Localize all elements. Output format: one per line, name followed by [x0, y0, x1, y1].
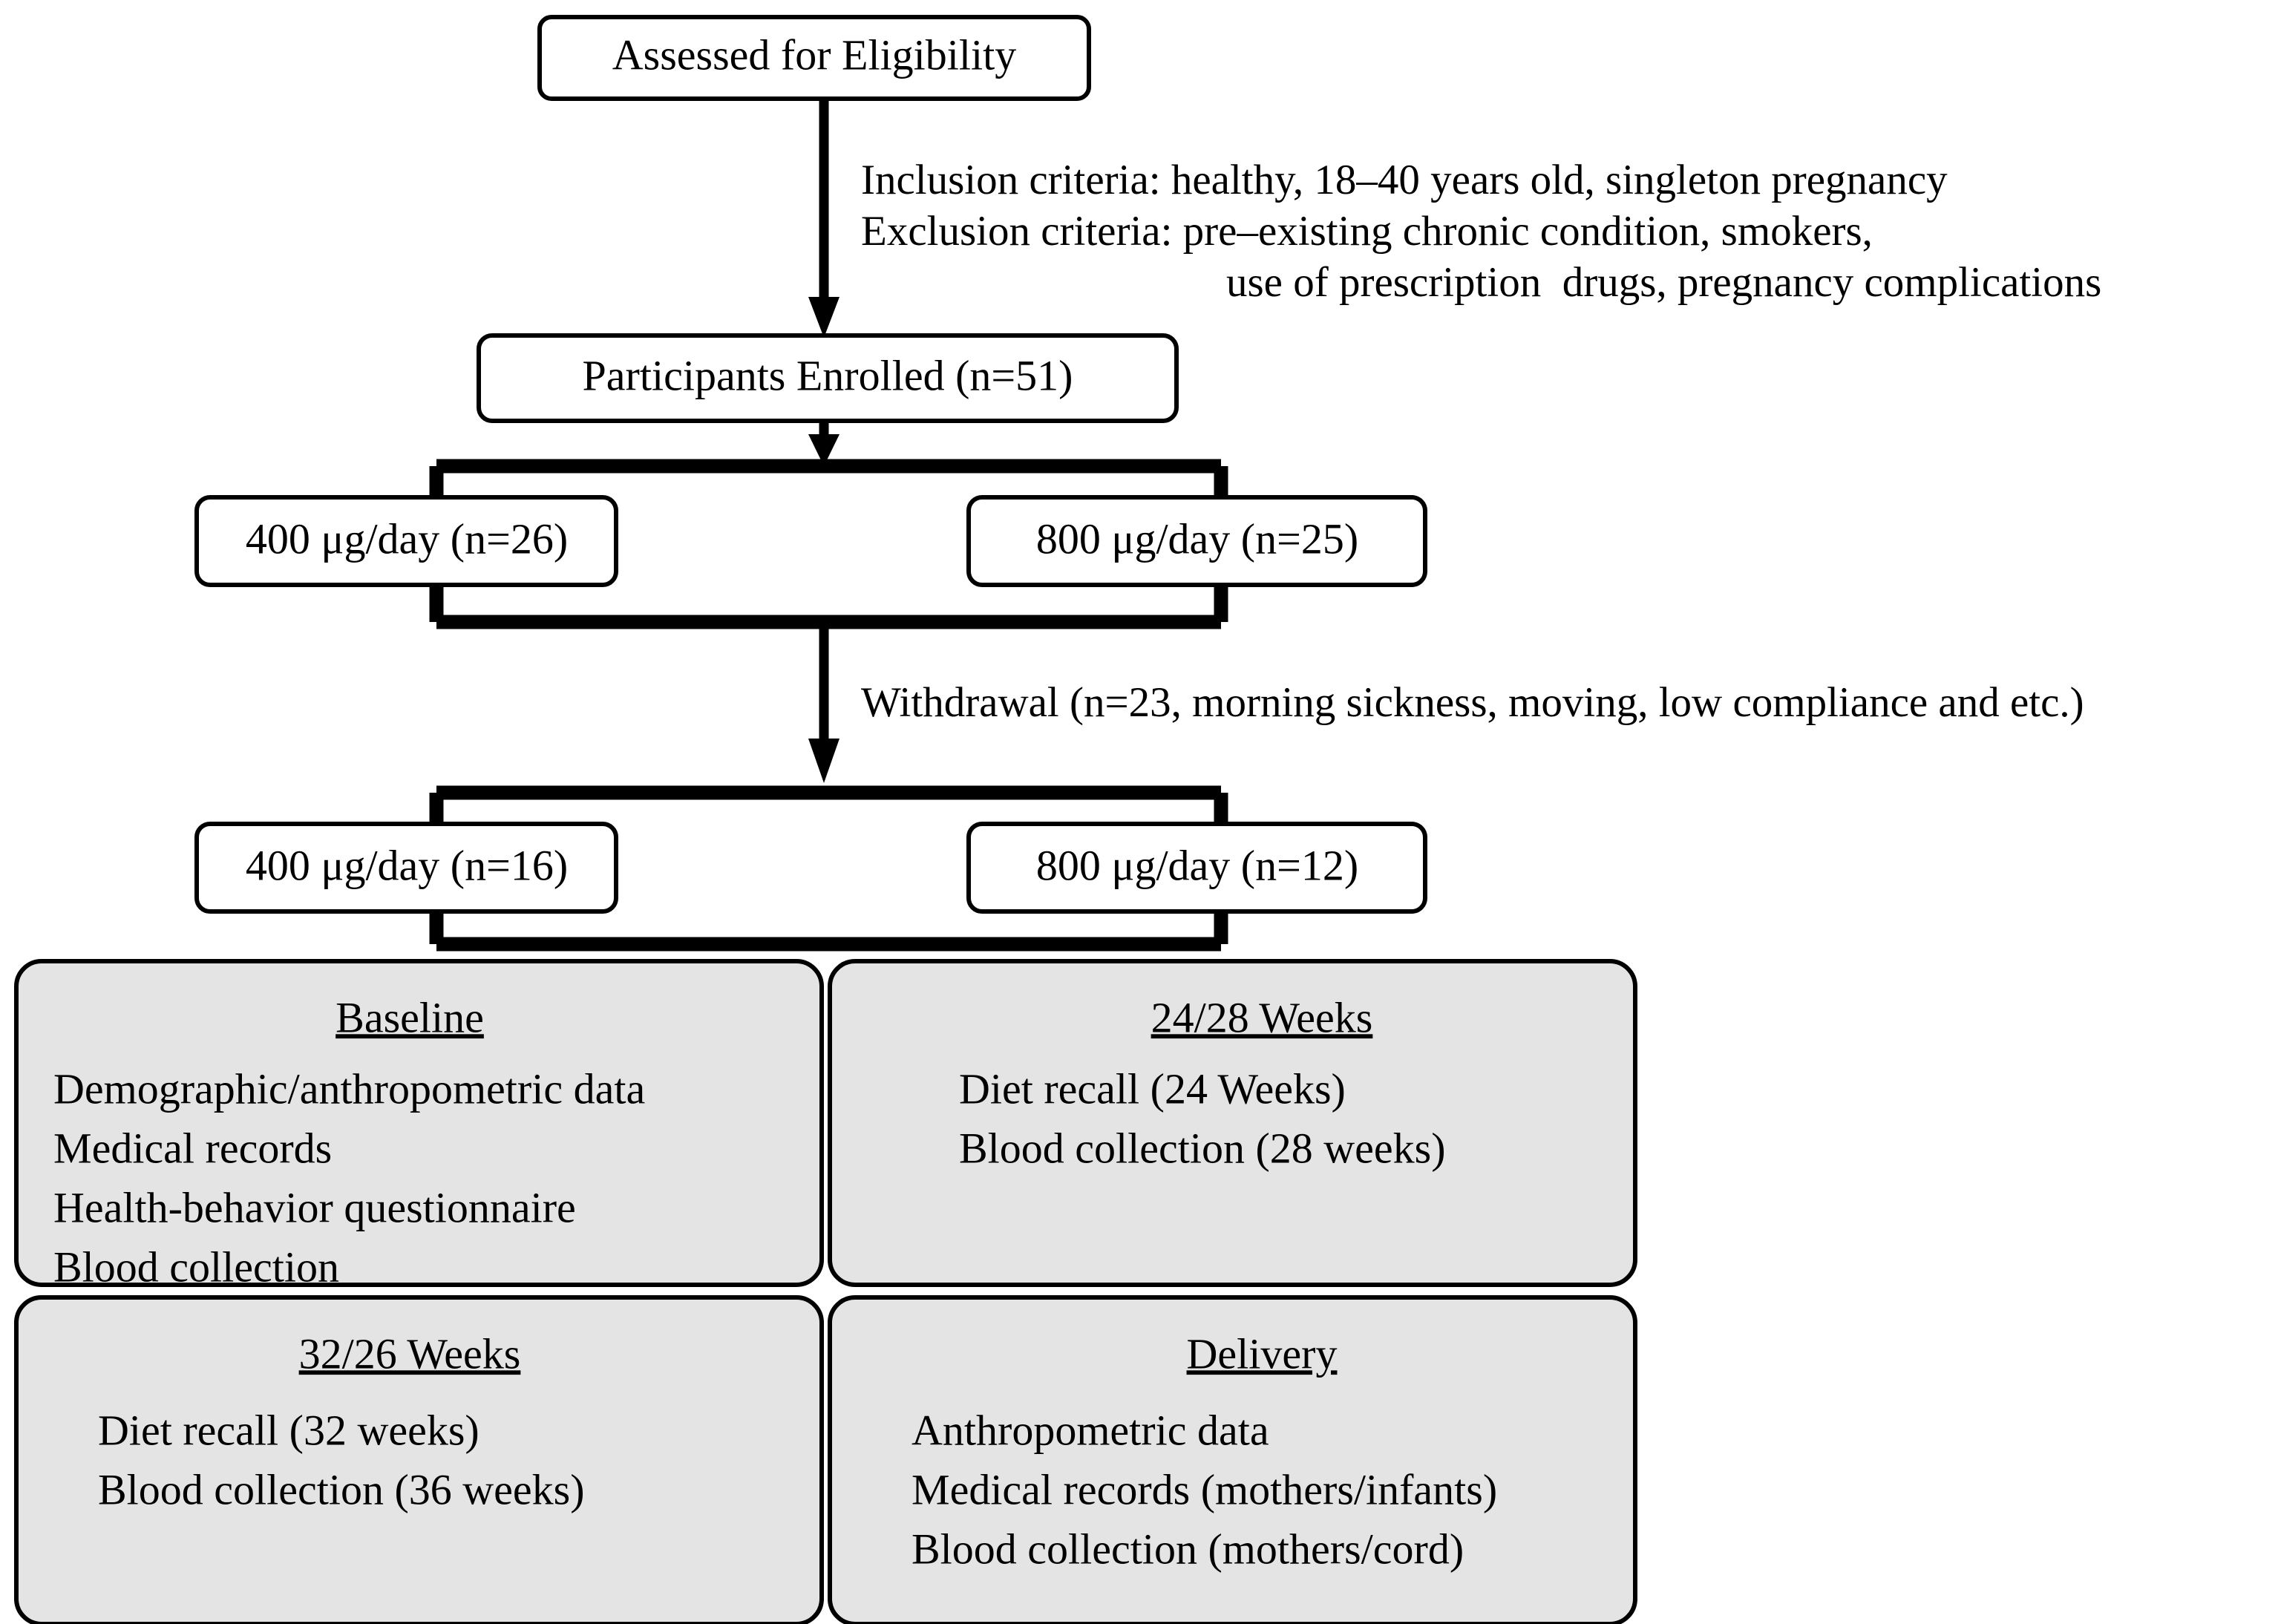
final-400-label: 400 μg/day (n=16): [246, 841, 568, 889]
baseline-panel-shape: [14, 959, 824, 1287]
weeks-24-28-panel-shape: [828, 959, 1637, 1287]
timepoint-panel-delivery: Delivery Anthropometric data Medical rec…: [828, 1295, 1637, 1624]
timepoint-panel-baseline: Baseline Demographic/anthropometric data…: [14, 959, 824, 1291]
exclusion-criteria-line-continued: use of prescription drugs, pregnancy com…: [1226, 259, 2101, 306]
final-400-box-shape: [194, 822, 618, 914]
baseline-item-0: Demographic/anthropometric data: [53, 1064, 645, 1113]
delivery-panel-shape: [828, 1295, 1637, 1624]
criteria-note: Inclusion criteria: healthy, 18–40 years…: [861, 157, 2101, 306]
weeks-32-26-panel-title: 32/26 Weeks: [299, 1329, 521, 1378]
baseline-panel-title: Baseline: [336, 993, 484, 1041]
delivery-item-2: Blood collection (mothers/cord): [911, 1525, 1464, 1573]
allocation-group-800: 800 μg/day (n=25): [966, 495, 1427, 587]
baseline-item-2: Health-behavior questionnaire: [53, 1183, 576, 1231]
connector-eligibility-to-enrolled: [808, 99, 839, 338]
timepoint-panel-32-26-weeks: 32/26 Weeks Diet recall (32 weeks) Blood…: [14, 1295, 824, 1624]
assessed-box-label: Assessed for Eligibility: [612, 30, 1017, 79]
weeks-24-28-panel-title: 24/28 Weeks: [1151, 993, 1373, 1041]
connector-withdrawal: [808, 622, 839, 783]
final-group-800: 800 μg/day (n=12): [966, 822, 1427, 914]
final-800-label: 800 μg/day (n=12): [1036, 841, 1358, 889]
allocation-800-box-shape: [966, 495, 1427, 587]
exclusion-criteria-line: Exclusion criteria: pre–existing chronic…: [861, 208, 1873, 255]
baseline-item-3: Blood collection: [53, 1242, 339, 1291]
weeks-24-28-item-0: Diet recall (24 Weeks): [959, 1064, 1346, 1113]
participants-enrolled-box: Participants Enrolled (n=51): [477, 333, 1179, 423]
timepoint-panel-24-28-weeks: 24/28 Weeks Diet recall (24 Weeks) Blood…: [828, 959, 1637, 1287]
enrolled-box-label: Participants Enrolled (n=51): [583, 351, 1073, 399]
assessed-for-eligibility-box: Assessed for Eligibility: [537, 15, 1091, 101]
final-800-box-shape: [966, 822, 1427, 914]
assessed-box-shape: [537, 15, 1091, 101]
allocation-group-400: 400 μg/day (n=26): [194, 495, 618, 587]
weeks-32-26-item-0: Diet recall (32 weeks): [98, 1406, 480, 1454]
delivery-item-0: Anthropometric data: [911, 1406, 1269, 1454]
allocation-400-box-shape: [194, 495, 618, 587]
baseline-item-1: Medical records: [53, 1124, 332, 1172]
delivery-panel-title: Delivery: [1187, 1329, 1338, 1378]
connector-enrolled-to-allocation: [808, 421, 839, 466]
delivery-item-1: Medical records (mothers/infants): [911, 1465, 1497, 1513]
withdrawal-note: Withdrawal (n=23, morning sickness, movi…: [861, 679, 2084, 726]
weeks-24-28-item-1: Blood collection (28 weeks): [959, 1124, 1446, 1172]
weeks-32-26-panel-shape: [14, 1295, 824, 1624]
inclusion-criteria-line: Inclusion criteria: healthy, 18–40 years…: [861, 157, 1948, 203]
weeks-32-26-item-1: Blood collection (36 weeks): [98, 1465, 585, 1513]
allocation-400-label: 400 μg/day (n=26): [246, 514, 568, 563]
allocation-800-label: 800 μg/day (n=25): [1036, 514, 1358, 563]
final-group-400: 400 μg/day (n=16): [194, 822, 618, 914]
